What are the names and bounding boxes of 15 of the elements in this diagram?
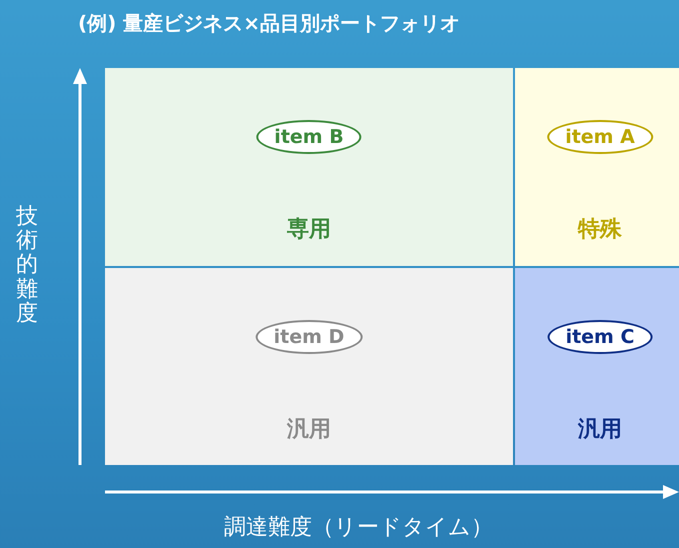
- quadrant-label: 汎用: [286, 416, 332, 444]
- item-oval: item C: [548, 320, 652, 354]
- axis-label: 調達難度（リードタイム）: [224, 514, 493, 542]
- quadrant-panel: [105, 268, 513, 465]
- item-oval: item D: [256, 320, 362, 354]
- item-oval: item B: [256, 120, 362, 154]
- quadrant-panel: [105, 68, 513, 266]
- quadrant-label: 専用: [286, 216, 332, 244]
- axis-label: 技術的難度: [16, 205, 38, 326]
- quadrant-label: 特殊: [576, 216, 623, 244]
- quadrant-panel: [515, 68, 679, 266]
- title: (例) 量産ビジネス×品目別ポートフォリオ: [78, 10, 460, 37]
- item-oval: item A: [547, 120, 653, 154]
- quadrant-panel: [515, 268, 679, 465]
- quadrant-label: 汎用: [576, 416, 623, 444]
